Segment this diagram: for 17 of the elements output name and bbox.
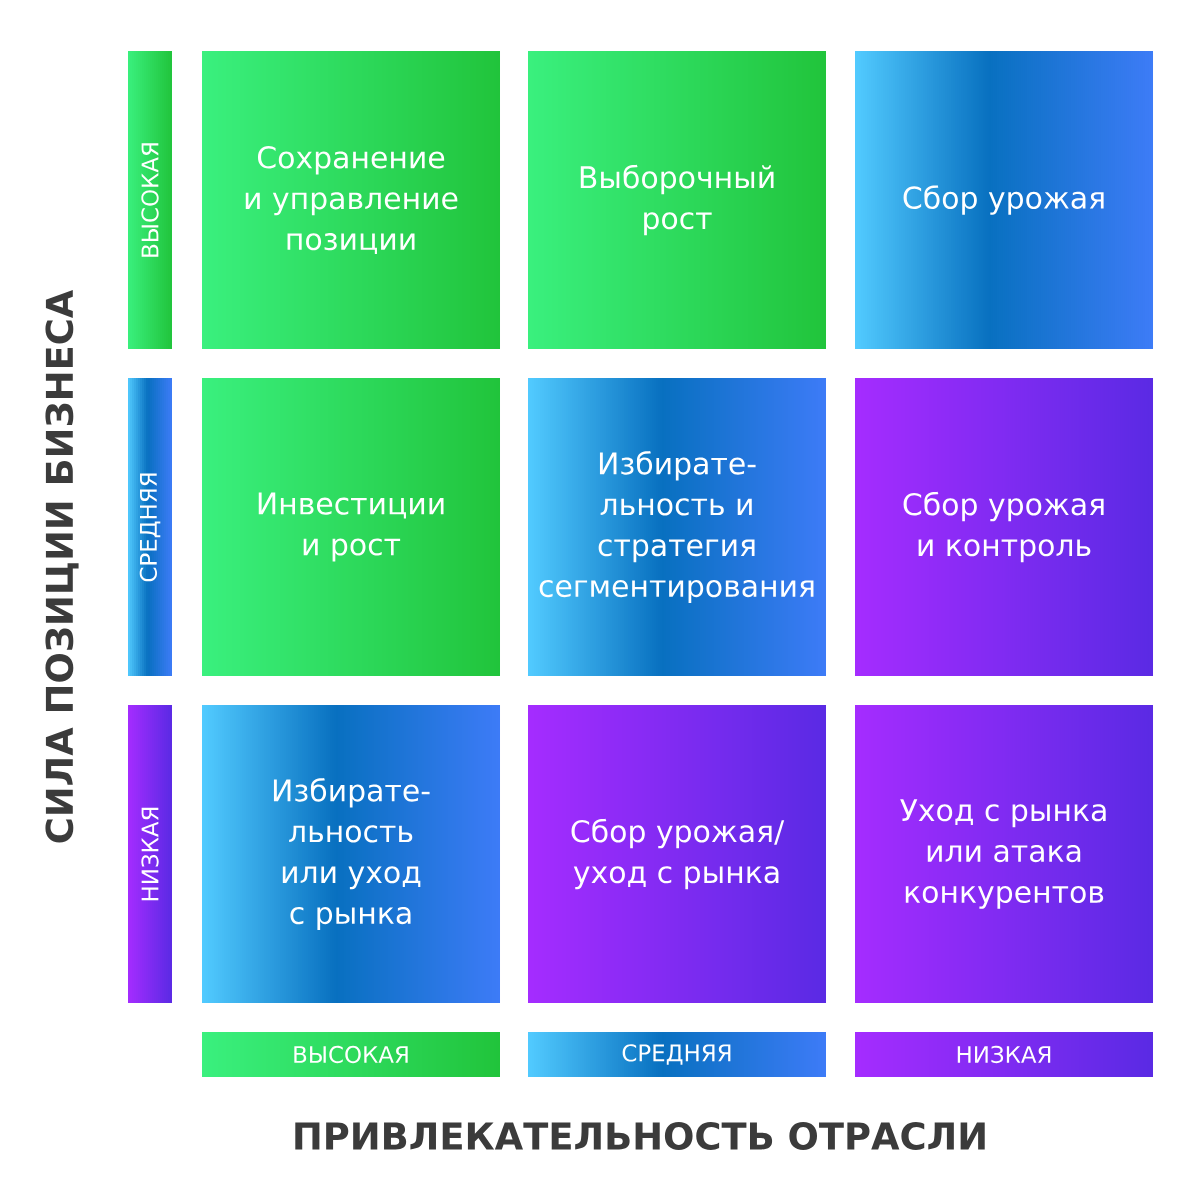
axis-title: СИЛА ПОЗИЦИИ БИЗНЕСА bbox=[45, 289, 79, 843]
strategy-label: Избирате- льность или уход с рынка bbox=[273, 778, 430, 930]
strategy-label: Сбор урожая/ уход с рынка bbox=[571, 818, 785, 890]
level-label: ВЫСОКАЯ bbox=[141, 143, 159, 257]
strategy-label: Сбор урожая bbox=[903, 185, 1104, 215]
strategy-label: Выборочный рост bbox=[580, 164, 774, 236]
axis-title: ПРИВЛЕКАТЕЛЬНОСТЬ ОТРАСЛИ bbox=[295, 1122, 985, 1150]
level-label: НИЗКАЯ bbox=[957, 1045, 1051, 1064]
level-label: ВЫСОКАЯ bbox=[294, 1045, 408, 1064]
strategy-label: Сбор урожая и контроль bbox=[903, 491, 1104, 563]
strategy-label: Избирате- льность и стратегия сегментирования bbox=[539, 451, 814, 603]
level-label: НИЗКАЯ bbox=[141, 807, 159, 901]
strategy-label: Сохранение и управление позиции bbox=[245, 146, 458, 254]
level-label: СРЕДНЯЯ bbox=[622, 1044, 731, 1065]
level-label: СРЕДНЯЯ bbox=[139, 473, 161, 582]
strategy-label: Инвестиции и рост bbox=[258, 492, 444, 562]
strategy-label: Уход с рынка или атака конкурентов bbox=[900, 799, 1106, 909]
